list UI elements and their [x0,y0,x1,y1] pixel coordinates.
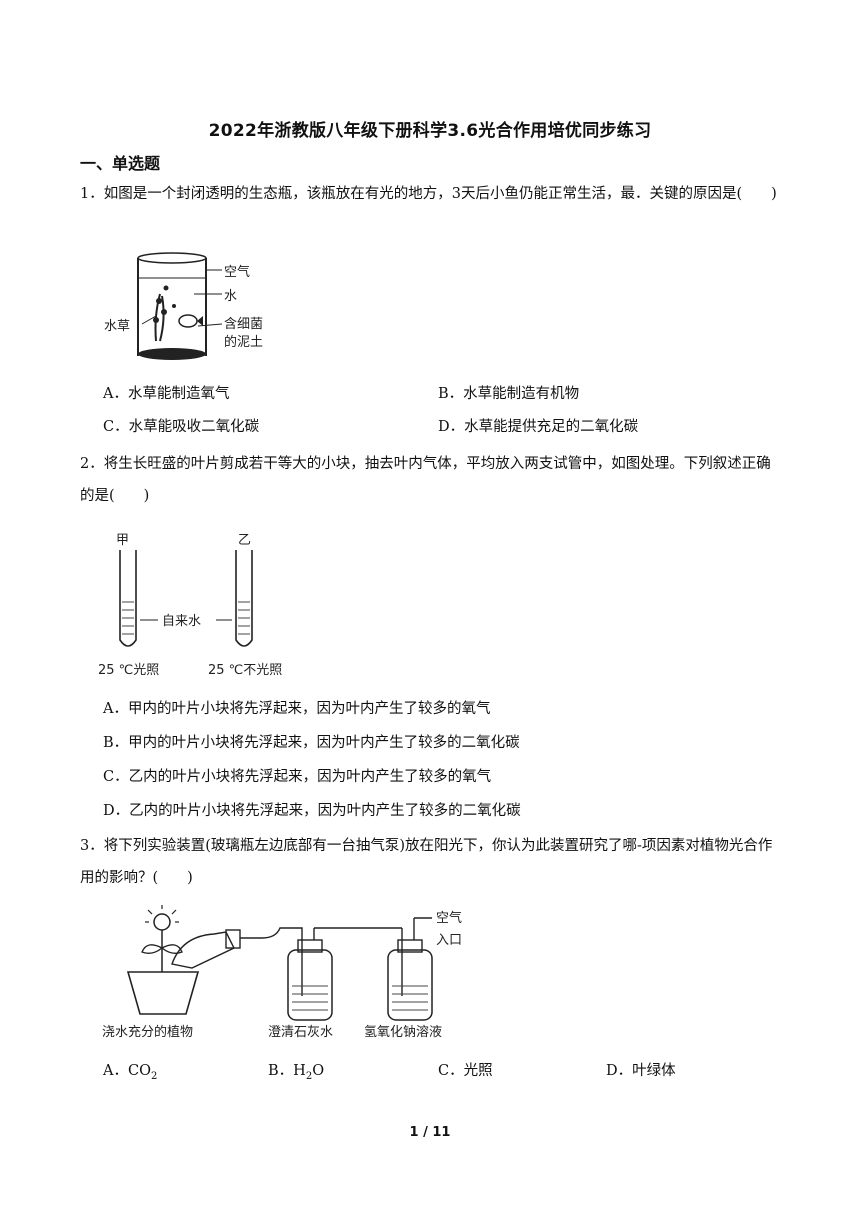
tube-label-b: 乙 [238,533,251,548]
figure-label-weed: 水草 [104,319,130,334]
tube-label-a: 甲 [116,533,129,548]
apparatus-label-naoh: 氢氧化钠溶液 [364,1025,442,1040]
q2-option-a: A．甲内的叶片小块将先浮起来，因为叶内产生了较多的氧气 [103,701,491,717]
apparatus-figure: 空气 入口 浇水充分的植物 澄清石灰水 氢氧化钠溶液 [102,905,462,1040]
tube-a-condition: 25 ℃光照 [98,663,159,678]
figure-label-soil-1: 含细菌 [224,316,263,332]
q3-option-b: B．H2O [268,1059,324,1082]
tube-b-condition: 25 ℃不光照 [208,663,282,678]
q2-option-d: D．乙内的叶片小块将先浮起来，因为叶内产生了较多的二氧化碳 [103,803,521,819]
apparatus-label-inlet: 入口 [436,933,462,948]
apparatus-label-limewater: 澄清石灰水 [268,1025,333,1040]
figure-label-air: 空气 [224,264,250,280]
q3-option-a-text: A．CO [103,1063,151,1079]
q3-option-b-sub: 2 [305,1070,313,1082]
q3-option-c: C．光照 [438,1063,493,1079]
q1-option-b: B．水草能制造有机物 [438,386,580,402]
question-3-stem: 3．将下列实验装置(玻璃瓶左边底部有一台抽气泵)放在阳光下，你认为此装置研究了哪… [80,838,773,886]
question-1-stem: 1．如图是一个封闭透明的生态瓶，该瓶放在有光的地方，3天后小鱼仍能正常生活，最．… [80,186,777,202]
q3-option-d: D．叶绿体 [606,1063,676,1079]
test-tube-figure: 甲 乙 自来水 25 ℃光照 25 ℃不光照 [98,533,282,678]
page-title: 2022年浙教版八年级下册科学3.6光合作用培优同步练习 [208,121,652,141]
section-heading: 一、单选题 [80,154,161,173]
page-number: 1 / 11 [409,1125,451,1140]
apparatus-label-plant: 浇水充分的植物 [102,1024,193,1040]
figure-label-soil-2: 的泥土 [224,334,263,350]
q3-option-b-tail: O [312,1063,325,1079]
q1-option-a: A．水草能制造氧气 [103,386,230,402]
q2-option-c: C．乙内的叶片小块将先浮起来，因为叶内产生了较多的氧气 [103,769,492,785]
q3-option-a: A．CO2 [103,1059,157,1082]
q1-option-d: D．水草能提供充足的二氧化碳 [438,419,639,435]
ecosystem-bottle-figure: 空气 水 水草 含细菌 的泥土 [104,252,263,360]
apparatus-label-air: 空气 [436,910,462,926]
q3-option-a-sub: 2 [150,1070,158,1082]
q2-option-b: B．甲内的叶片小块将先浮起来，因为叶内产生了较多的二氧化碳 [103,735,520,751]
question-2-stem: 2．将生长旺盛的叶片剪成若干等大的小块，抽去叶内气体，平均放入两支试管中，如图处… [80,456,771,504]
tube-label-water: 自来水 [162,614,201,629]
q3-option-b-text: B．H [268,1063,306,1079]
figure-label-water: 水 [224,289,237,304]
q1-option-c: C．水草能吸收二氧化碳 [103,419,260,435]
